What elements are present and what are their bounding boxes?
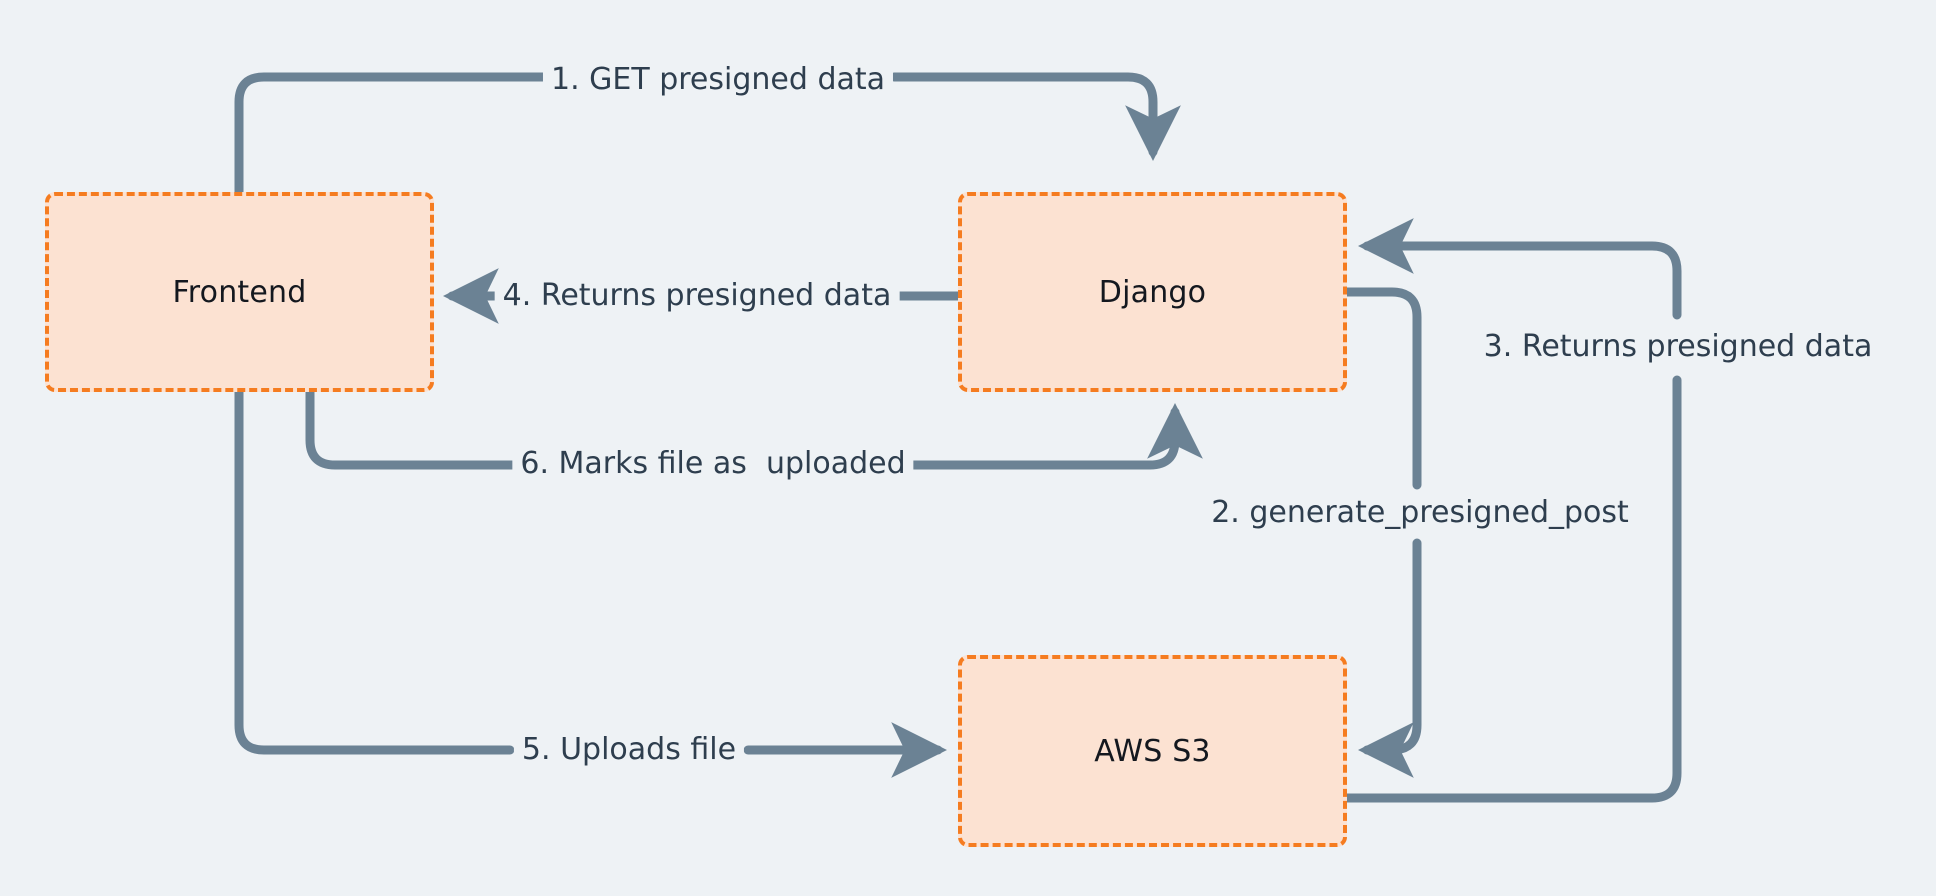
edge-3-path-b [1357, 218, 1682, 320]
edge-5-path [234, 387, 515, 755]
edge-3-path [1342, 375, 1682, 803]
edge-label-6: 6. Marks file as uploaded [512, 449, 914, 479]
node-django-label: Django [1098, 274, 1207, 310]
node-aws-s3[interactable]: AWS S3 [958, 655, 1347, 847]
edge-2-path-b [1357, 538, 1422, 778]
edge-2-path [1342, 287, 1422, 490]
edge-label-2: 2. generate_presigned_post [1203, 498, 1637, 528]
edge-label-5: 5. Uploads file [513, 735, 745, 765]
edge-label-3: 3. Returns presigned data [1475, 332, 1881, 362]
node-django[interactable]: Django [958, 192, 1347, 392]
edge-1-path-b [889, 72, 1181, 162]
edge-1-path [234, 72, 548, 397]
edge-label-4: 4. Returns presigned data [494, 281, 900, 311]
node-frontend-label: Frontend [172, 274, 307, 310]
edge-label-1: 1. GET presigned data [542, 65, 894, 95]
edge-6-path-b [843, 402, 1203, 470]
edge-6-path [305, 387, 583, 470]
node-aws-s3-label: AWS S3 [1094, 733, 1211, 769]
node-frontend[interactable]: Frontend [45, 192, 434, 392]
